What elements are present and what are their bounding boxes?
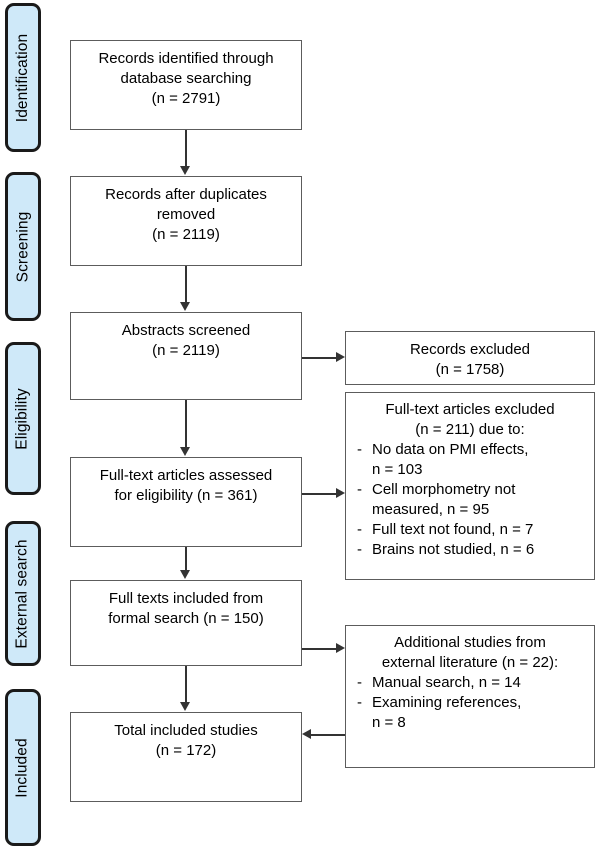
arrow-right-icon xyxy=(336,352,345,362)
box-records-after-duplicates-line-2: removed xyxy=(156,206,216,223)
box-fulltext-assessed-line-1: Full-text articles assessed xyxy=(99,467,273,484)
connector-fulltext-to-included-formal xyxy=(185,547,187,571)
list-item: - Examining references, n = 8 xyxy=(346,693,594,733)
box-abstracts-screened-line-2: (n = 2119) xyxy=(152,342,220,359)
bullet-text-line: Cell morphometry not xyxy=(372,481,516,498)
stage-tab-eligibility-label: Eligibility xyxy=(14,387,31,450)
box-records-identified-line-1: Records identified through xyxy=(98,50,274,67)
connector-abstracts-to-records-excluded xyxy=(302,357,338,359)
arrow-down-icon xyxy=(180,570,190,579)
arrow-right-icon xyxy=(336,488,345,498)
list-item: - Brains not studied, n = 6 xyxy=(346,540,594,560)
stage-tab-identification: Identification xyxy=(5,3,41,152)
stage-tab-included-label: Included xyxy=(14,737,31,798)
connector-fulltext-to-fulltext-excluded xyxy=(302,493,338,495)
dash-bullet: - xyxy=(357,521,362,538)
arrow-down-icon xyxy=(180,166,190,175)
box-abstracts-screened-line-1: Abstracts screened xyxy=(121,322,251,339)
list-item: - Cell morphometry not measured, n = 95 xyxy=(346,480,594,520)
box-fulltext-excluded: Full-text articles excluded (n = 211) du… xyxy=(345,392,595,580)
box-records-identified: Records identified through database sear… xyxy=(70,40,302,130)
bullet-text-line: No data on PMI effects, xyxy=(372,441,529,458)
connector-abstracts-to-fulltext xyxy=(185,400,187,448)
arrow-down-icon xyxy=(180,702,190,711)
box-records-after-duplicates: Records after duplicates removed (n = 21… xyxy=(70,176,302,266)
stage-tab-screening-label: Screening xyxy=(14,211,32,282)
stage-tab-eligibility: Eligibility xyxy=(5,342,41,495)
arrow-right-icon xyxy=(336,643,345,653)
dash-bullet: - xyxy=(357,541,362,558)
bullet-text-line: Examining references, xyxy=(372,694,522,711)
bullet-text-line: n = 103 xyxy=(372,461,423,478)
list-item: - Manual search, n = 14 xyxy=(346,673,594,693)
stage-tab-identification-label: Identification xyxy=(14,33,31,122)
box-fulltexts-included-formal-line-1: Full texts included from xyxy=(108,590,264,607)
list-item: - Full text not found, n = 7 xyxy=(346,520,594,540)
box-total-included-studies: Total included studies (n = 172) xyxy=(70,712,302,802)
stage-tab-included: Included xyxy=(5,689,41,846)
box-records-excluded-line-1: Records excluded xyxy=(409,341,531,358)
box-abstracts-screened: Abstracts screened (n = 2119) xyxy=(70,312,302,400)
connector-included-formal-to-additional xyxy=(302,648,338,650)
stage-tab-screening: Screening xyxy=(5,172,41,321)
box-records-excluded: Records excluded (n = 1758) xyxy=(345,331,595,385)
arrow-down-icon xyxy=(180,447,190,456)
box-fulltext-excluded-list: - No data on PMI effects, n = 103 - Cell… xyxy=(346,440,594,560)
bullet-text-line: measured, n = 95 xyxy=(372,501,490,518)
box-additional-studies: Additional studies from external literat… xyxy=(345,625,595,768)
dash-bullet: - xyxy=(357,694,362,711)
box-total-included-studies-line-1: Total included studies xyxy=(114,722,258,739)
box-additional-studies-list: - Manual search, n = 14 - Examining refe… xyxy=(346,673,594,733)
dash-bullet: - xyxy=(357,674,362,691)
box-records-identified-line-2: database searching xyxy=(120,70,252,87)
stage-tab-external-search-label: External search xyxy=(14,538,32,649)
box-fulltext-assessed: Full-text articles assessed for eligibil… xyxy=(70,457,302,547)
box-fulltexts-included-formal-line-2: formal search (n = 150) xyxy=(108,610,264,627)
connector-included-formal-to-total xyxy=(185,666,187,703)
arrow-left-icon xyxy=(302,729,311,739)
box-records-excluded-line-2: (n = 1758) xyxy=(435,361,505,378)
box-fulltext-excluded-head-1: Full-text articles excluded xyxy=(385,401,555,418)
bullet-text-line: Brains not studied, n = 6 xyxy=(372,541,535,558)
connector-additional-to-total xyxy=(311,734,345,736)
arrow-down-icon xyxy=(180,302,190,311)
box-total-included-studies-line-2: (n = 172) xyxy=(155,742,217,759)
bullet-text-line: Manual search, n = 14 xyxy=(372,674,521,691)
box-records-after-duplicates-line-3: (n = 2119) xyxy=(152,226,220,243)
box-additional-studies-head-1: Additional studies from xyxy=(394,634,546,651)
box-fulltext-assessed-line-2: for eligibility (n = 361) xyxy=(114,487,258,504)
list-item: - No data on PMI effects, n = 103 xyxy=(346,440,594,480)
box-fulltexts-included-formal: Full texts included from formal search (… xyxy=(70,580,302,666)
connector-identified-to-duplicates xyxy=(185,130,187,167)
dash-bullet: - xyxy=(357,481,362,498)
connector-duplicates-to-abstracts xyxy=(185,266,187,303)
bullet-text-line: Full text not found, n = 7 xyxy=(372,521,534,538)
dash-bullet: - xyxy=(357,441,362,458)
bullet-text-line: n = 8 xyxy=(372,714,406,731)
box-records-after-duplicates-line-1: Records after duplicates xyxy=(105,186,267,203)
box-fulltext-excluded-head-2: (n = 211) due to: xyxy=(415,421,525,438)
box-additional-studies-head-2: external literature (n = 22): xyxy=(381,654,559,671)
stage-tab-external-search: External search xyxy=(5,521,41,666)
box-records-identified-line-3: (n = 2791) xyxy=(151,90,221,107)
